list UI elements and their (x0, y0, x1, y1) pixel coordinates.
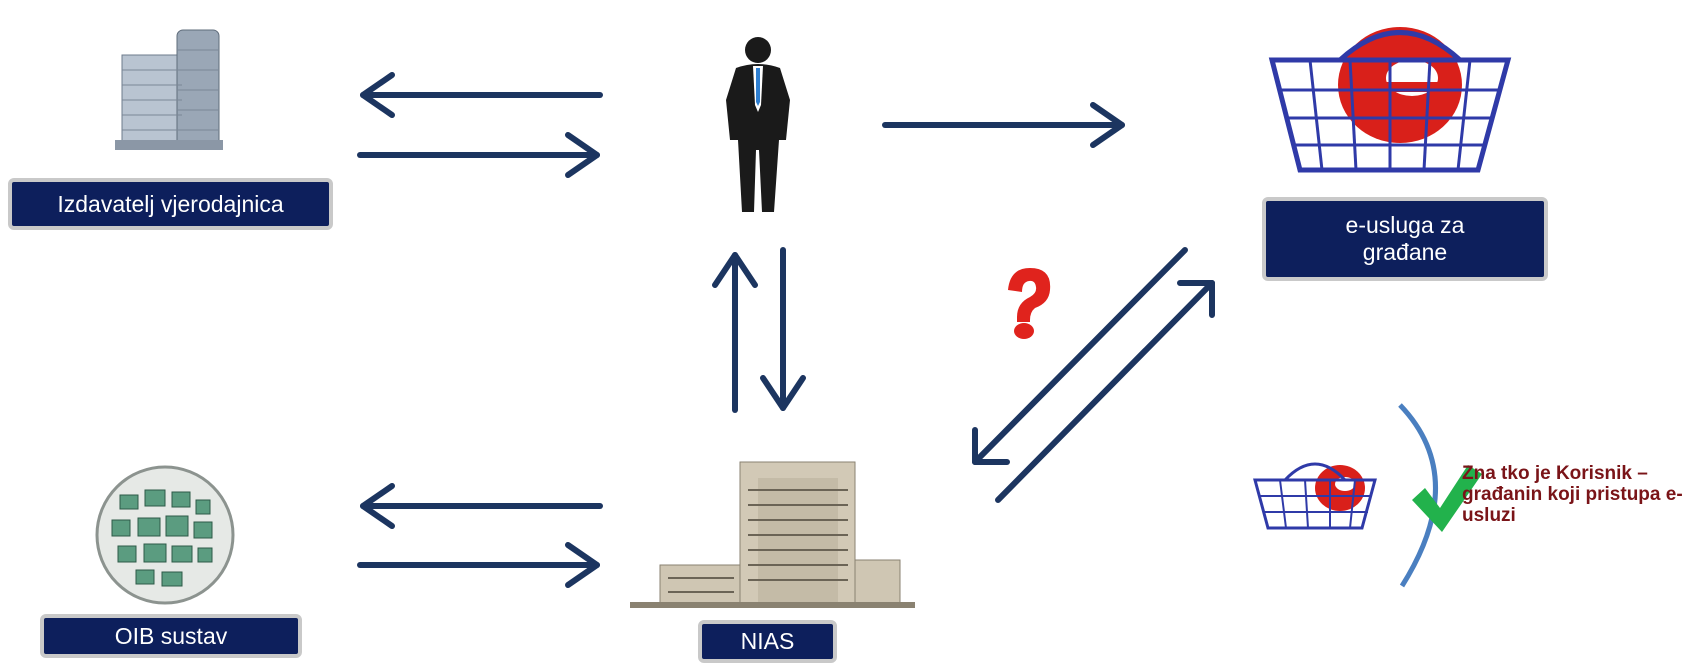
issuer-label: Izdavatelj vjerodajnica (8, 178, 333, 230)
office-tower-icon (630, 461, 915, 608)
arrow-eservice-to-nias (972, 247, 1188, 465)
question-mark-icon (1008, 268, 1051, 339)
arrow-nias-to-oib (360, 483, 603, 529)
shopping-basket-e-icon (1268, 27, 1512, 173)
arrow-issuer-to-user (357, 132, 600, 178)
issuer-label-text: Izdavatelj vjerodajnica (57, 190, 284, 217)
eservice-label-text: e-usluga za građane (1345, 212, 1465, 265)
nias-label: NIAS (698, 620, 837, 663)
arrow-oib-to-nias (357, 542, 600, 588)
data-globe-icon (95, 465, 235, 605)
legend-text: Zna tko je Korisnik – građanin koji pris… (1462, 463, 1683, 526)
eservice-label: e-usluga za građane (1262, 197, 1548, 281)
oib-label-text: OIB sustav (114, 622, 228, 649)
arrow-user-to-eservice (882, 102, 1125, 148)
shopping-basket-e-icon (1253, 462, 1377, 530)
bracket (1398, 403, 1438, 588)
arrow-nias-to-user (712, 252, 758, 413)
arrow-user-to-issuer (360, 72, 603, 118)
businessman-icon (726, 37, 790, 212)
office-building-icon (115, 29, 223, 150)
arrow-user-to-nias (760, 247, 806, 411)
green-check-icon (1412, 465, 1482, 532)
oib-label: OIB sustav (40, 614, 302, 658)
arrow-nias-to-eservice (995, 280, 1215, 503)
nias-label-text: NIAS (740, 628, 795, 654)
